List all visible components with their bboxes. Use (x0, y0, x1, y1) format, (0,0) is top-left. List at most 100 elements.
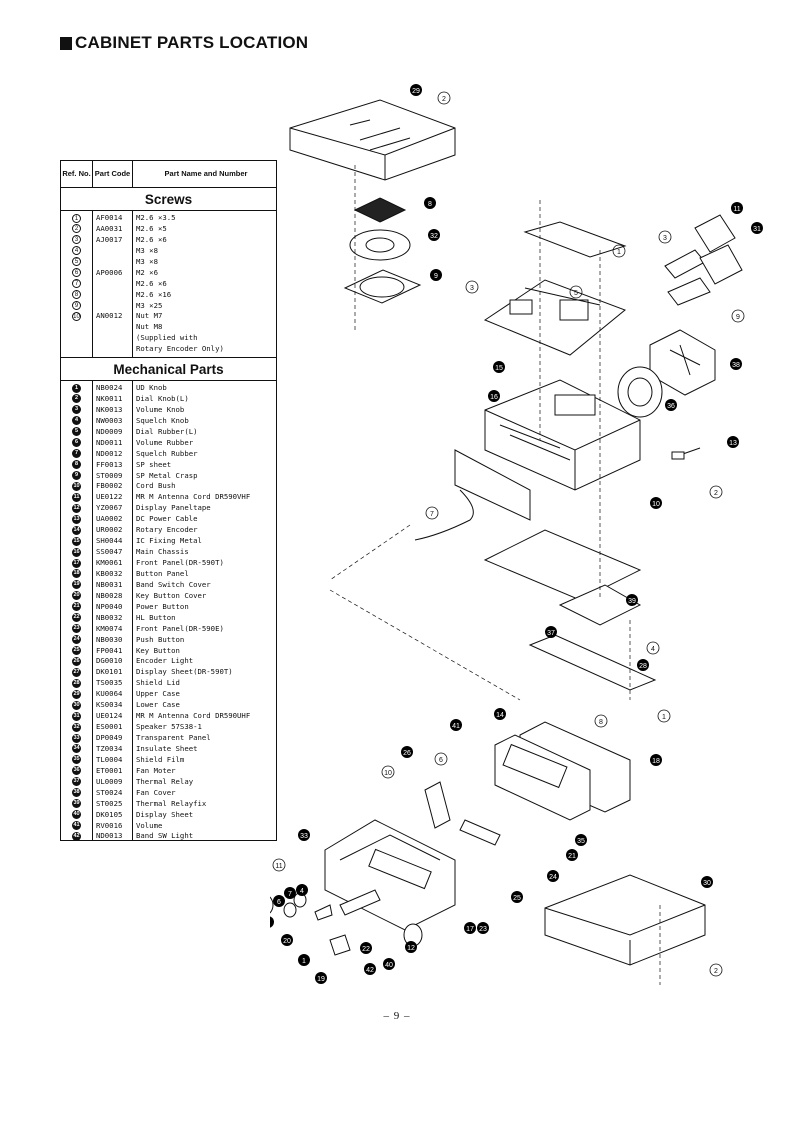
ref-number: 1 (72, 213, 81, 223)
table-row-name: Upper Case (136, 689, 180, 699)
table-row-code: UA0002 (96, 514, 123, 524)
table-row-ref: 40 (61, 810, 92, 821)
ref-number: 18 (72, 569, 81, 579)
table-row-name: Button Panel (136, 568, 189, 578)
encoders-drawing (664, 214, 743, 306)
ref-number: 2 (72, 224, 81, 234)
ref-number: 26 (72, 656, 81, 666)
table-row-name: Volume Knob (136, 404, 185, 414)
table-row-code: FB0002 (96, 481, 123, 491)
ref-number: 8 (72, 290, 81, 300)
table-row-name: Push Button (136, 634, 185, 644)
table-row-code (93, 301, 132, 312)
table-header: Ref. No. Part Code Part Name and Number (61, 161, 276, 188)
table-row-code: NB0028 (96, 590, 123, 600)
table-row-code: DK0105 (96, 809, 123, 819)
table-row-name: Rotary Encoder (136, 525, 198, 535)
table-row-code: RV0016 (96, 820, 123, 830)
svg-text:12: 12 (407, 945, 415, 952)
ref-number: 7 (72, 279, 81, 289)
callout-1-btn: 1 (298, 954, 310, 966)
table-row-code: ST0024 (96, 787, 123, 797)
table-row-code (93, 257, 132, 268)
callout-4-knob: 4 (296, 884, 308, 896)
callout-13: 13 (727, 436, 739, 448)
table-row-name: Dial Rubber(L) (136, 426, 198, 436)
table-row-ref: 39 (61, 799, 92, 810)
table-row-name: Nut M7 (136, 311, 163, 321)
svg-text:1: 1 (302, 958, 306, 965)
table-row-ref: 29 (61, 689, 92, 700)
table-row-ref: 3 (61, 405, 92, 416)
table-row-ref: 33 (61, 733, 92, 744)
callout-23: 23 (477, 922, 489, 934)
table-row-ref: 23 (61, 624, 92, 635)
top-pcb-drawing (483, 221, 627, 356)
mechanical-section-title: Mechanical Parts (61, 357, 276, 381)
table-row-ref: 4 (61, 416, 92, 427)
callout-25: 25 (511, 891, 523, 903)
table-row-name: UD Knob (136, 383, 167, 392)
svg-text:15: 15 (495, 365, 503, 372)
callout-15a: 15 (493, 361, 505, 373)
table-row-ref: 20 (61, 591, 92, 602)
ref-number: 33 (72, 733, 81, 743)
ref-number: 40 (72, 810, 81, 820)
ref-number: 23 (72, 624, 81, 634)
ref-number: 19 (72, 580, 81, 590)
callout-6-knob: 6 (273, 895, 285, 907)
table-row-name: M3 ×8 (136, 256, 158, 266)
table-row-name: M2.6 ×6 (136, 234, 167, 244)
table-row-name: Nut M8 (136, 322, 163, 332)
table-row-code: NB0031 (96, 579, 123, 589)
callout-30: 30 (701, 876, 713, 888)
svg-text:35: 35 (577, 838, 585, 845)
callout-2-bottom: 2 (714, 968, 718, 975)
table-row-code: SH0044 (96, 536, 123, 546)
ref-number: 1 (72, 383, 81, 393)
callout-3-left: 3 (470, 285, 474, 292)
table-row-ref: 12 (61, 503, 92, 514)
table-row-ref: 7 (61, 279, 92, 290)
page-title: CABINET PARTS LOCATION (60, 33, 308, 53)
callout-5: 5 (574, 290, 578, 297)
table-row-code: UL0009 (96, 776, 123, 786)
callout-10a: 10 (650, 497, 662, 509)
ref-number: 20 (72, 591, 81, 601)
ref-number: 6 (72, 268, 81, 278)
table-row-code: UR0002 (96, 525, 123, 535)
ref-number: 39 (72, 799, 81, 809)
callout-2-top: 2 (442, 96, 446, 103)
table-row-ref: 10 (61, 311, 92, 322)
table-row-code: ET0001 (96, 765, 123, 775)
table-row-code: ND0011 (96, 437, 123, 447)
speaker-drawing (343, 197, 422, 304)
table-row-code: ND0013 (96, 831, 123, 841)
svg-text:39: 39 (628, 598, 636, 605)
table-row-code (93, 322, 132, 333)
svg-text:10: 10 (652, 501, 660, 508)
guide-lines (329, 165, 661, 985)
svg-text:23: 23 (479, 926, 487, 933)
svg-text:30: 30 (703, 880, 711, 887)
table-row-ref: 24 (61, 635, 92, 646)
ref-number: 28 (72, 678, 81, 688)
ref-number: 5 (72, 257, 81, 267)
table-row-ref: 13 (61, 514, 92, 525)
table-row-ref: 31 (61, 711, 92, 722)
ref-number: 2 (72, 394, 81, 404)
svg-text:38: 38 (732, 362, 740, 369)
table-row-ref: 36 (61, 766, 92, 777)
table-row-code: ND0009 (96, 426, 123, 436)
table-row-name: Shield Lid (136, 678, 180, 688)
svg-text:32: 32 (430, 233, 438, 240)
ref-number: 31 (72, 711, 81, 721)
table-row-ref: 4 (61, 246, 92, 257)
table-row-name: Band SW Light (136, 831, 194, 841)
table-row-ref: 34 (61, 744, 92, 755)
table-row-code (93, 290, 132, 301)
table-row-ref: 18 (61, 569, 92, 580)
callout-21: 21 (566, 849, 578, 861)
callout-11-nut: 11 (275, 863, 282, 870)
